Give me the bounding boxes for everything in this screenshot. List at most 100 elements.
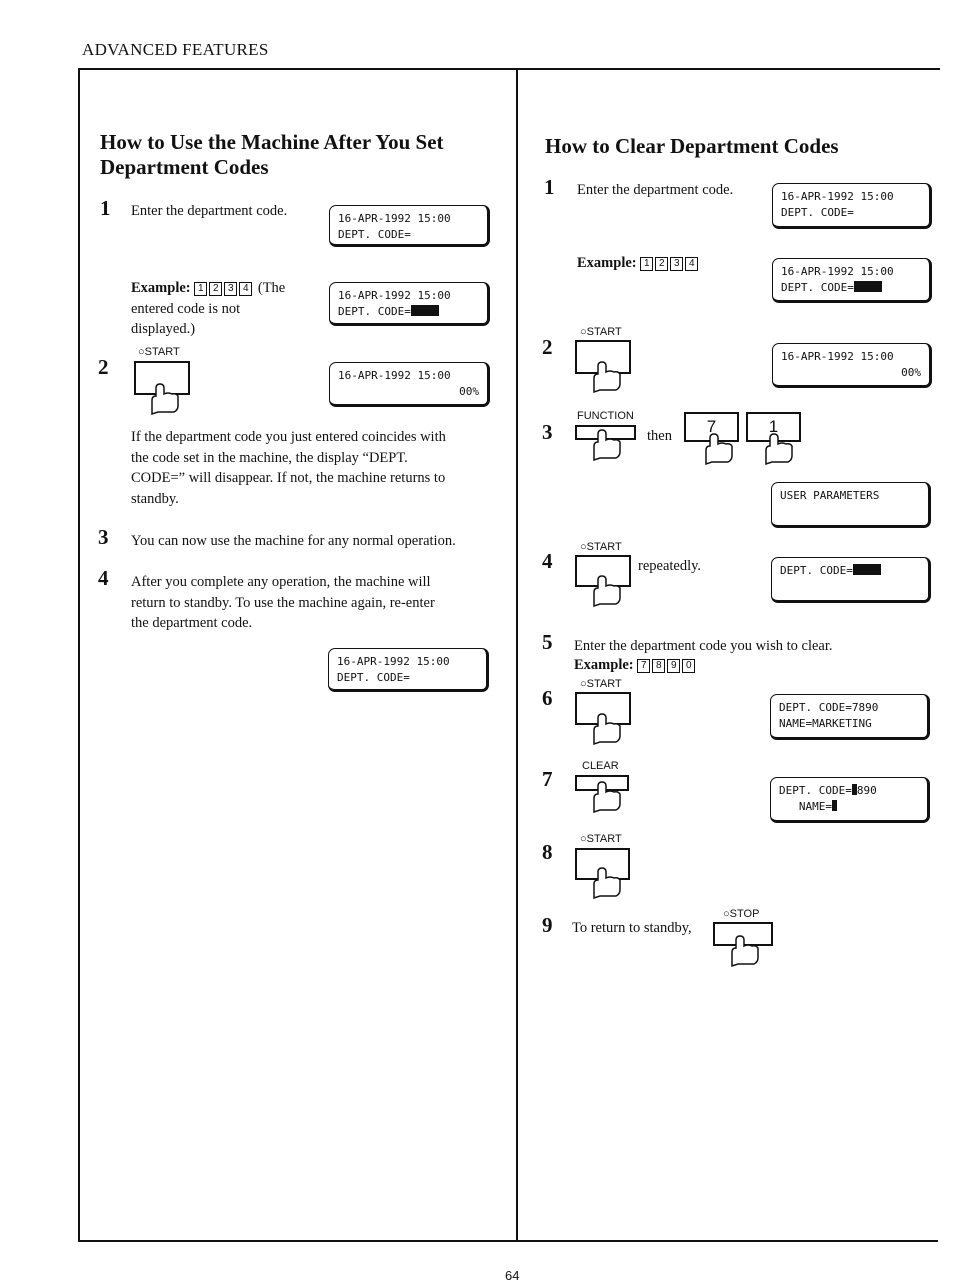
finger-press-icon xyxy=(593,713,621,746)
key-9: 9 xyxy=(667,659,681,673)
left-step2-number: 2 xyxy=(98,355,109,379)
lcd-line: DEPT. CODE= xyxy=(780,564,853,577)
key-0: 0 xyxy=(682,659,696,673)
start-key-label: ○START xyxy=(580,678,622,690)
finger-press-icon xyxy=(593,429,621,462)
right-step9-text: To return to standby, xyxy=(572,920,692,936)
right-step4-number: 4 xyxy=(542,549,553,573)
lcd-display: 16-APR-1992 15:00 DEPT. CODE= xyxy=(329,205,490,247)
lcd-line: NAME=MARKETING xyxy=(779,717,872,730)
lcd-line: 00% xyxy=(459,385,479,398)
frame-left-rule xyxy=(78,68,80,1240)
key-2: 2 xyxy=(655,257,669,271)
lcd-display: 16-APR-1992 15:00 DEPT. CODE= xyxy=(772,183,932,229)
lcd-line: DEPT. CODE= xyxy=(338,228,411,241)
lcd-line: 16-APR-1992 15:00 xyxy=(338,369,451,382)
lcd-line: DEPT. CODE= xyxy=(338,305,411,318)
right-step5-number: 5 xyxy=(542,630,553,654)
lcd-line: DEPT. CODE= xyxy=(779,784,852,797)
lcd-cursor xyxy=(851,784,857,795)
left-title-line1: How to Use the Machine After You Set xyxy=(100,130,444,154)
section-header: ADVANCED FEATURES xyxy=(82,40,269,59)
column-divider xyxy=(516,68,518,1240)
lcd-line: DEPT. CODE= xyxy=(781,206,854,219)
lcd-line: USER PARAMETERS xyxy=(780,489,880,502)
right-step2-number: 2 xyxy=(542,335,553,359)
lcd-cursor xyxy=(832,800,837,811)
start-key-label: ○START xyxy=(138,346,180,358)
lcd-line: DEPT. CODE= xyxy=(781,281,854,294)
lcd-line: NAME= xyxy=(798,800,832,813)
lcd-line: 16-APR-1992 15:00 xyxy=(338,289,451,302)
right-step7-number: 7 xyxy=(542,767,553,791)
start-key-label: ○START xyxy=(580,833,622,845)
right-title: How to Clear Department Codes xyxy=(545,134,839,158)
example-note: (The xyxy=(257,280,286,296)
right-step8-number: 8 xyxy=(542,840,553,864)
lcd-display: 16-APR-1992 15:00 DEPT. CODE= xyxy=(772,258,932,303)
lcd-hidden-code-block xyxy=(410,305,439,316)
frame-top-rule xyxy=(80,68,940,70)
example-note: displayed.) xyxy=(131,321,196,337)
left-paragraph: If the department code you just entered … xyxy=(131,429,446,507)
right-step6-number: 6 xyxy=(542,686,553,710)
lcd-display: 16-APR-1992 15:00 00% xyxy=(329,362,490,407)
example-label: Example: xyxy=(577,255,637,271)
lcd-line: 00% xyxy=(901,366,921,379)
lcd-display: 16-APR-1992 15:00 DEPT. CODE= xyxy=(328,648,489,692)
finger-press-icon xyxy=(593,781,621,814)
left-title-line2: Department Codes xyxy=(100,155,269,179)
lcd-line: 890 xyxy=(856,784,877,797)
lcd-line: DEPT. CODE=7890 xyxy=(779,701,879,714)
example-label: Example: xyxy=(574,657,634,673)
function-key-label: FUNCTION xyxy=(577,410,634,422)
stop-key-label: ○STOP xyxy=(723,908,760,920)
key-8: 8 xyxy=(652,659,666,673)
clear-key-label: CLEAR xyxy=(582,760,619,772)
key-7: 7 xyxy=(637,659,651,673)
lcd-display: DEPT. CODE= 890 NAME= xyxy=(770,777,930,823)
finger-press-icon xyxy=(705,433,733,466)
key-4: 4 xyxy=(685,257,699,271)
finger-press-icon xyxy=(731,935,759,968)
page-number: 64 xyxy=(505,1268,520,1283)
finger-press-icon xyxy=(593,361,621,394)
lcd-display: USER PARAMETERS xyxy=(771,482,931,528)
lcd-line: 16-APR-1992 15:00 xyxy=(781,265,894,278)
example-note: entered code is not xyxy=(131,300,241,317)
left-step1-number: 1 xyxy=(100,196,111,220)
key-4: 4 xyxy=(239,282,253,296)
left-step4-number: 4 xyxy=(98,566,109,590)
right-step5-text: Enter the department code you wish to cl… xyxy=(574,638,833,654)
lcd-display: 16-APR-1992 15:00 DEPT. CODE= xyxy=(329,282,490,326)
repeatedly-text: repeatedly. xyxy=(638,558,702,574)
right-step9-number: 9 xyxy=(542,913,553,937)
key-3: 3 xyxy=(224,282,238,296)
left-title: How to Use the Machine After You Set Dep… xyxy=(100,130,444,180)
key-3: 3 xyxy=(670,257,684,271)
lcd-line: DEPT. CODE= xyxy=(337,671,410,684)
left-step1-text: Enter the department code. xyxy=(131,203,288,219)
right-step1-number: 1 xyxy=(544,175,555,199)
left-step3-text: You can now use the machine for any norm… xyxy=(131,533,456,549)
key-1: 1 xyxy=(640,257,654,271)
lcd-hidden-code-block xyxy=(853,281,882,292)
lcd-display: DEPT. CODE= xyxy=(771,557,931,603)
lcd-hidden-code-block xyxy=(852,564,881,575)
key-1: 1 xyxy=(194,282,208,296)
lcd-line: 16-APR-1992 15:00 xyxy=(338,212,451,225)
start-key-label: ○START xyxy=(580,326,622,338)
right-step3-number: 3 xyxy=(542,420,553,444)
lcd-line: 16-APR-1992 15:00 xyxy=(337,655,450,668)
lcd-display: 16-APR-1992 15:00 00% xyxy=(772,343,932,388)
example-label: Example: xyxy=(131,280,191,296)
finger-press-icon xyxy=(765,433,793,466)
finger-press-icon xyxy=(593,867,621,900)
left-step3-number: 3 xyxy=(98,525,109,549)
finger-press-icon xyxy=(151,383,179,416)
right-step1-text: Enter the department code. xyxy=(577,182,734,198)
then-text: then xyxy=(647,428,672,444)
